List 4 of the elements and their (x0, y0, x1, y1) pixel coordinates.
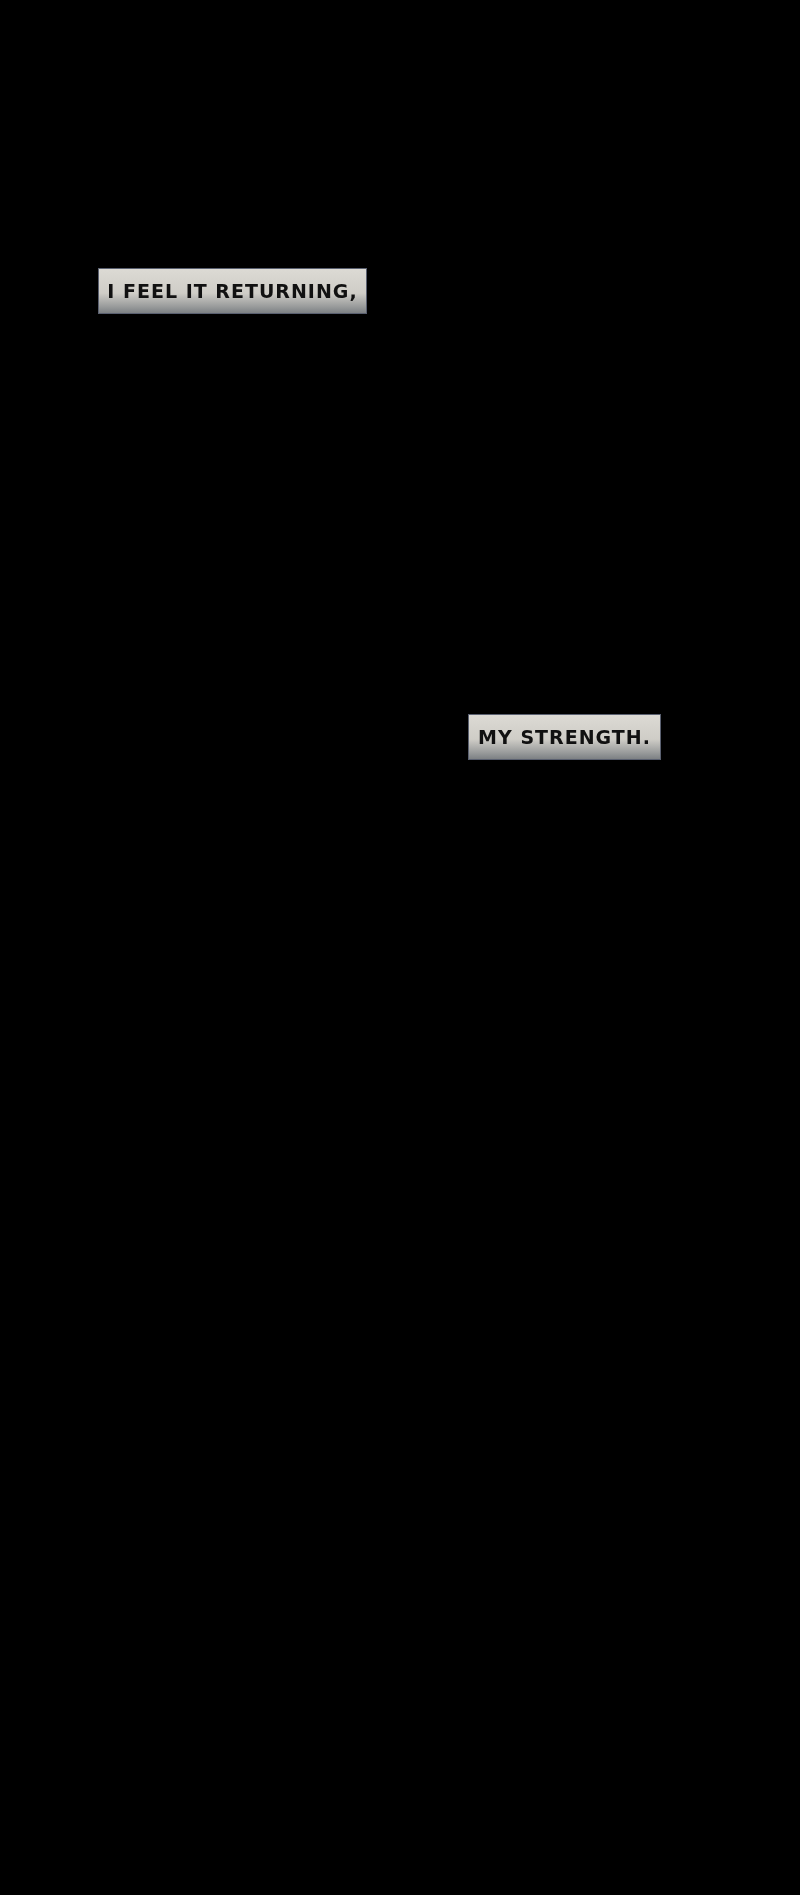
caption-box (468, 714, 661, 760)
caption-box (98, 268, 367, 314)
caption-text: MY STRENGTH. (478, 726, 651, 748)
caption-text: I FEEL IT RETURNING, (107, 280, 358, 302)
